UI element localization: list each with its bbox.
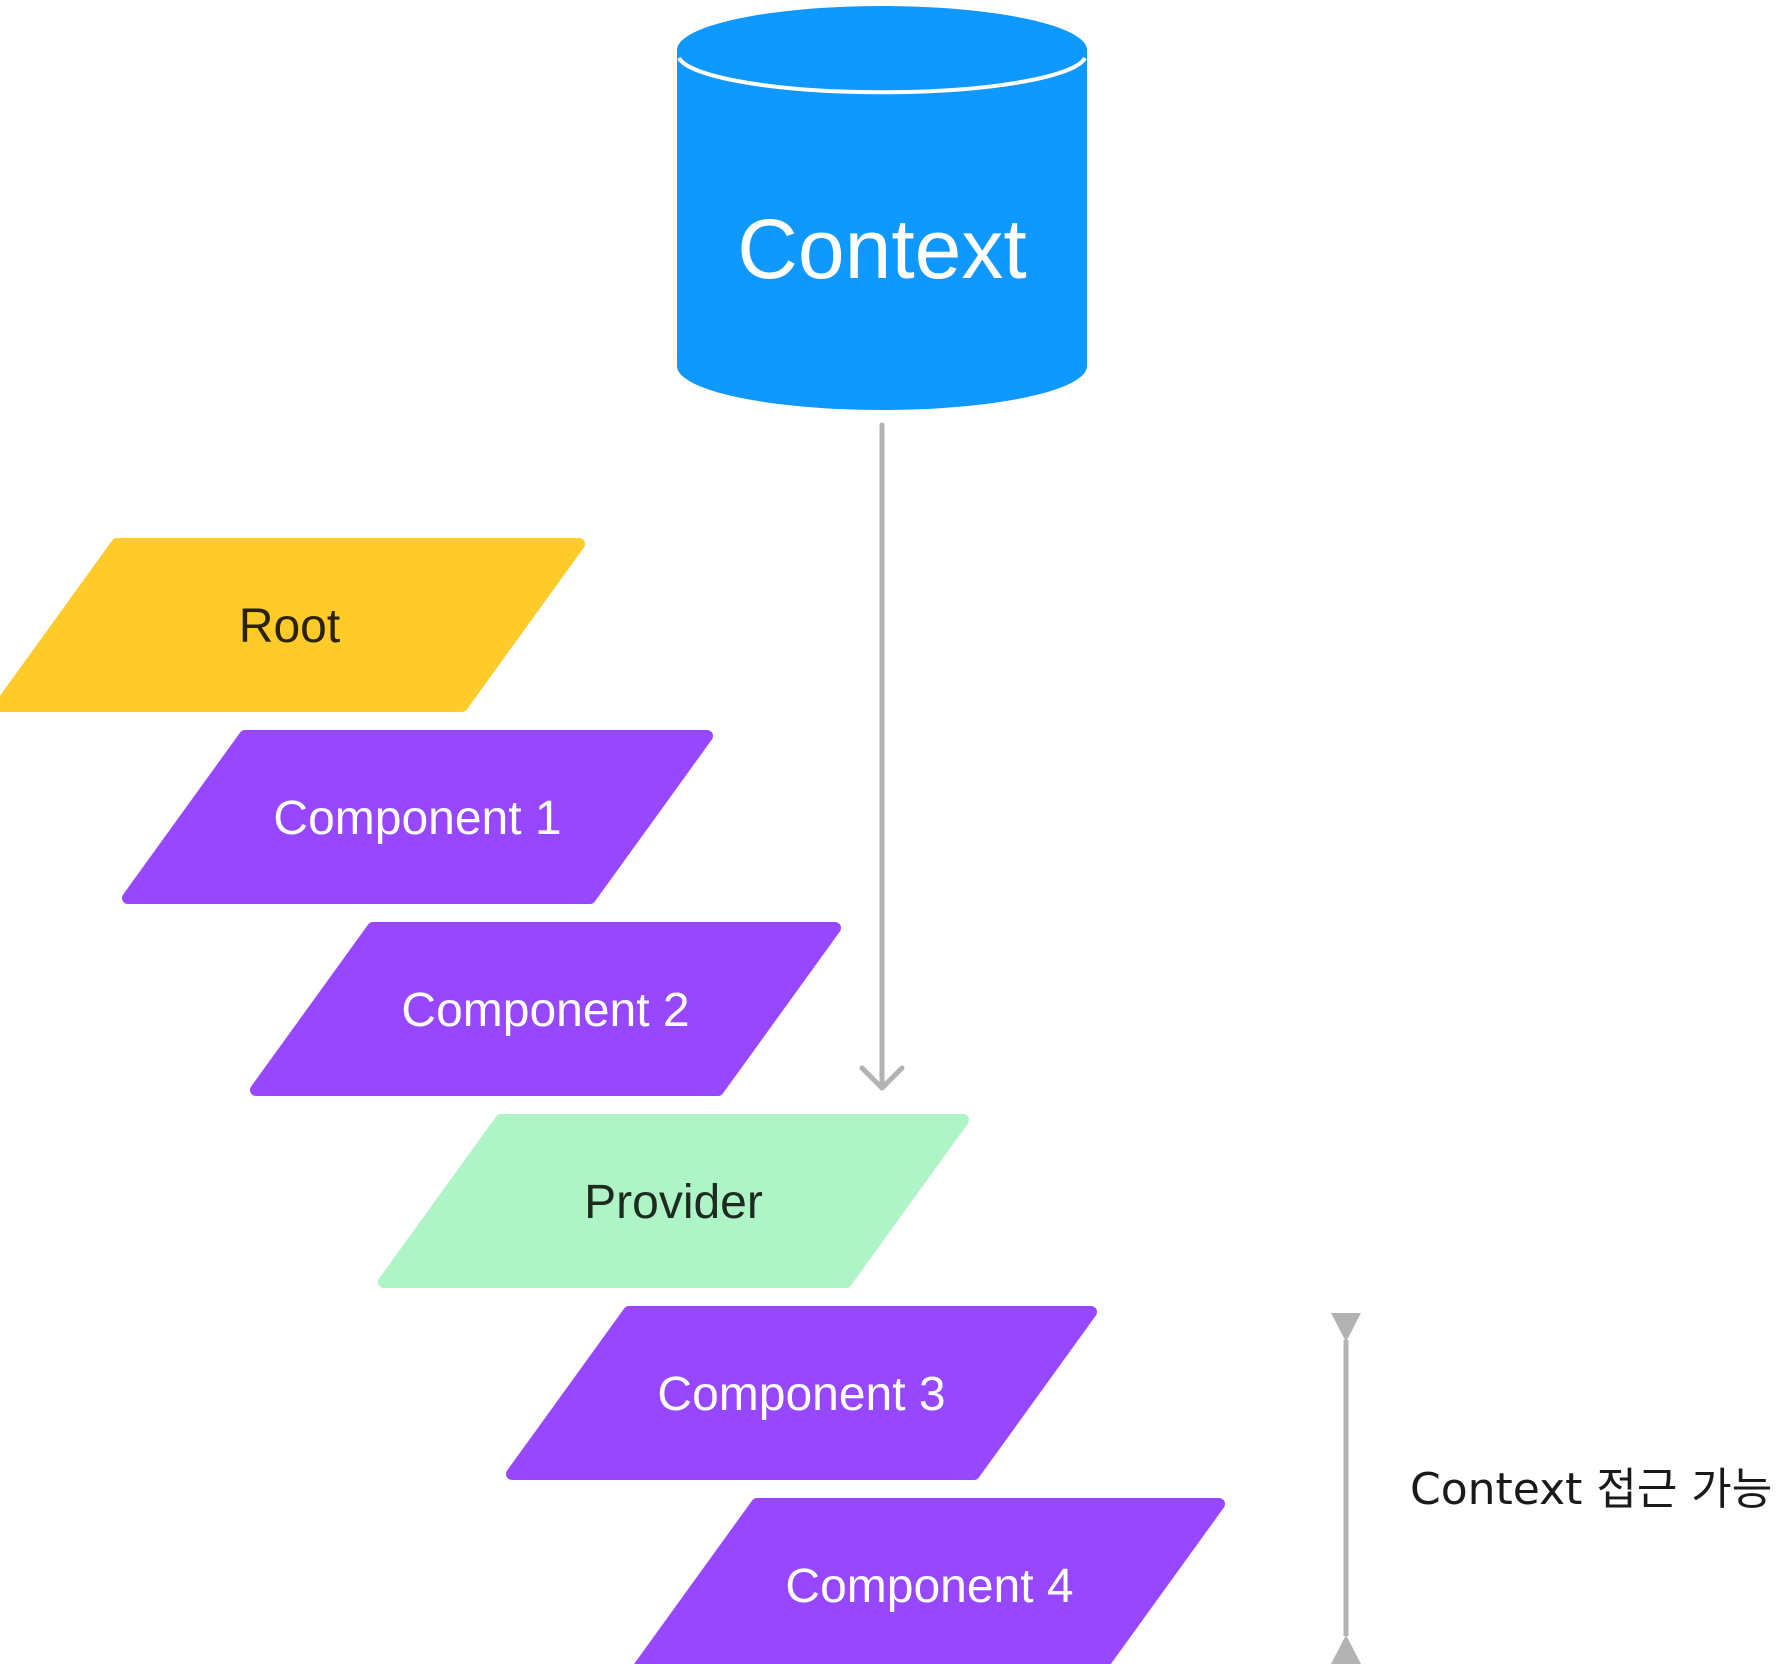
layer-label: Component 3 — [657, 1368, 945, 1421]
layer-component-5: Component 3 — [506, 1306, 1097, 1480]
context-cylinder: Context — [677, 6, 1087, 410]
cylinder-body — [677, 50, 1087, 410]
layer-label: Component 2 — [401, 984, 689, 1037]
context-cylinder-label: Context — [737, 202, 1027, 296]
layer-component-2: Component 1 — [122, 730, 713, 904]
layer-component-6: Component 4 — [634, 1498, 1225, 1664]
layer-label: Component 1 — [273, 792, 561, 845]
layer-label: Provider — [584, 1176, 763, 1229]
layer-shape — [0, 538, 585, 712]
context-to-provider-arrow — [859, 422, 905, 1091]
layer-component-3: Component 2 — [250, 922, 841, 1096]
layer-label: Component 4 — [785, 1560, 1073, 1613]
layer-shape — [378, 1114, 969, 1288]
layer-label: Root — [239, 600, 340, 653]
cylinder-rim-highlight — [677, 56, 1087, 95]
arrowhead-down-icon — [859, 1065, 905, 1091]
layer-shape — [506, 1306, 1097, 1480]
layer-shape — [250, 922, 841, 1096]
layer-provider-4: Provider — [378, 1114, 969, 1288]
layer-shape — [122, 730, 713, 904]
context-access-range-bracket: Context 접근 가능 — [1331, 1313, 1772, 1664]
access-range-top-cap-icon — [1331, 1313, 1361, 1342]
access-range-bottom-cap-icon — [1331, 1635, 1361, 1664]
layer-root-1: Root — [0, 538, 585, 712]
layer-shape — [634, 1498, 1225, 1664]
cylinder-top — [677, 6, 1087, 94]
context-access-label: Context 접근 가능 — [1410, 1464, 1772, 1515]
